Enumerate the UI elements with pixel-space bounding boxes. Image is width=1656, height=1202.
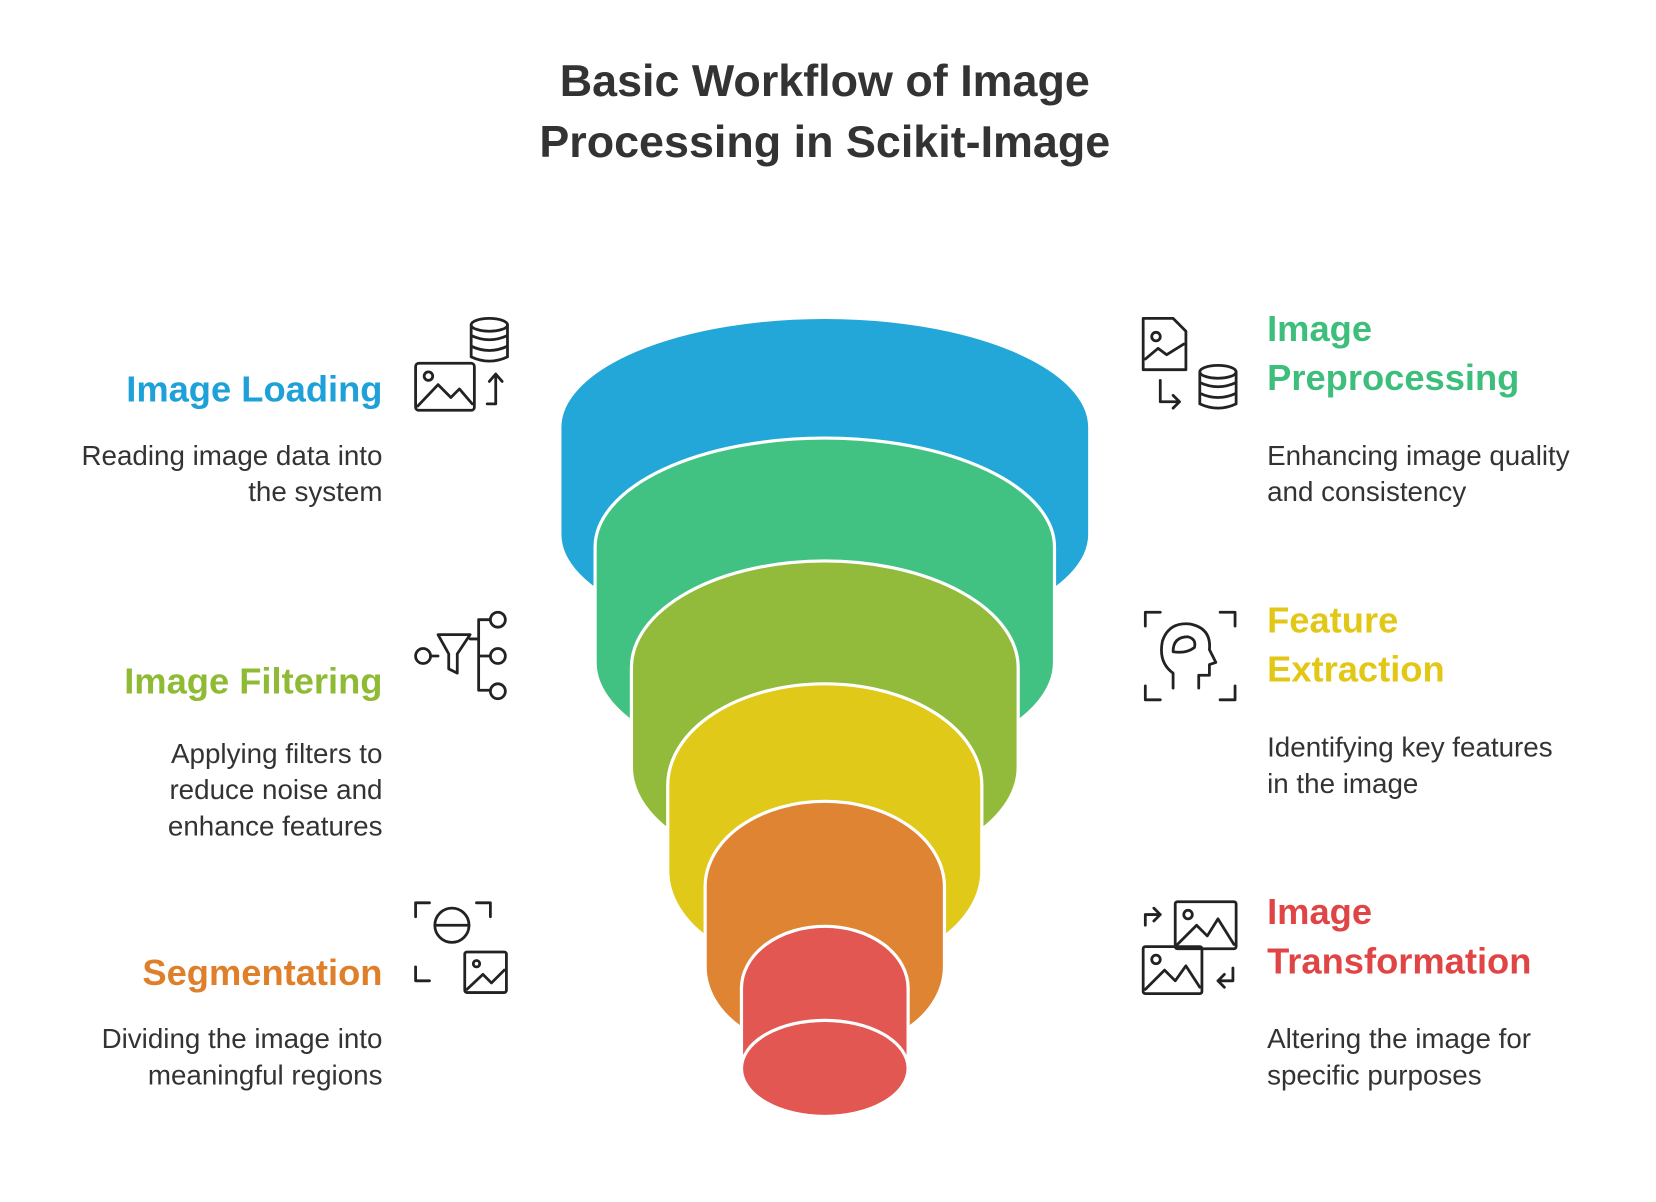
image-swap-icon xyxy=(1141,900,1238,996)
stage-description: Identifying key features xyxy=(1267,731,1553,762)
funnel-layer-transformation xyxy=(739,924,910,1119)
stage-description: Dividing the image into xyxy=(102,1023,383,1054)
title-line-2: Processing in Scikit-Image xyxy=(539,116,1110,167)
stage-preprocessing: Image Preprocessing Enhancing image qual… xyxy=(1141,308,1570,507)
funnel-bottom-cap xyxy=(739,1018,910,1119)
stage-description: Reading image data into xyxy=(81,440,382,471)
stage-description: the system xyxy=(248,476,382,507)
stage-description: Enhancing image quality xyxy=(1267,440,1570,471)
stage-heading: Image Loading xyxy=(126,369,382,410)
stage-description: Altering the image for xyxy=(1267,1023,1531,1054)
stage-heading: Image Filtering xyxy=(124,660,382,701)
stage-description: Applying filters to xyxy=(171,738,382,769)
segment-scan-icon xyxy=(414,901,508,994)
stage-heading: Transformation xyxy=(1267,940,1531,981)
funnel xyxy=(558,315,1092,1119)
stage-loading: Image Loading Reading image data into th… xyxy=(81,317,509,507)
stage-heading: Image xyxy=(1267,891,1372,932)
stage-segmentation: Segmentation Dividing the image into mea… xyxy=(102,901,508,1090)
stage-feature-extraction: Feature Extraction Identifying key featu… xyxy=(1143,600,1553,799)
stage-description: meaningful regions xyxy=(148,1059,383,1090)
stage-description: enhance features xyxy=(168,811,383,842)
stage-heading: Extraction xyxy=(1267,649,1445,690)
stage-heading: Segmentation xyxy=(142,952,382,993)
stage-heading: Feature xyxy=(1267,600,1398,641)
stage-heading: Image xyxy=(1267,308,1372,349)
title-line-1: Basic Workflow of Image xyxy=(560,55,1090,106)
stage-heading: Preprocessing xyxy=(1267,357,1519,398)
image-database-upload-icon xyxy=(414,317,509,412)
filter-network-icon xyxy=(414,610,507,701)
stage-transformation: Image Transformation Altering the image … xyxy=(1141,891,1531,1090)
head-scan-icon xyxy=(1143,610,1237,702)
stage-description: reduce noise and xyxy=(169,774,382,805)
image-file-to-database-icon xyxy=(1141,317,1238,410)
stage-filtering: Image Filtering Applying filters to redu… xyxy=(124,610,507,842)
stage-description: and consistency xyxy=(1267,476,1466,507)
stage-description: in the image xyxy=(1267,768,1418,799)
stage-description: specific purposes xyxy=(1267,1059,1482,1090)
